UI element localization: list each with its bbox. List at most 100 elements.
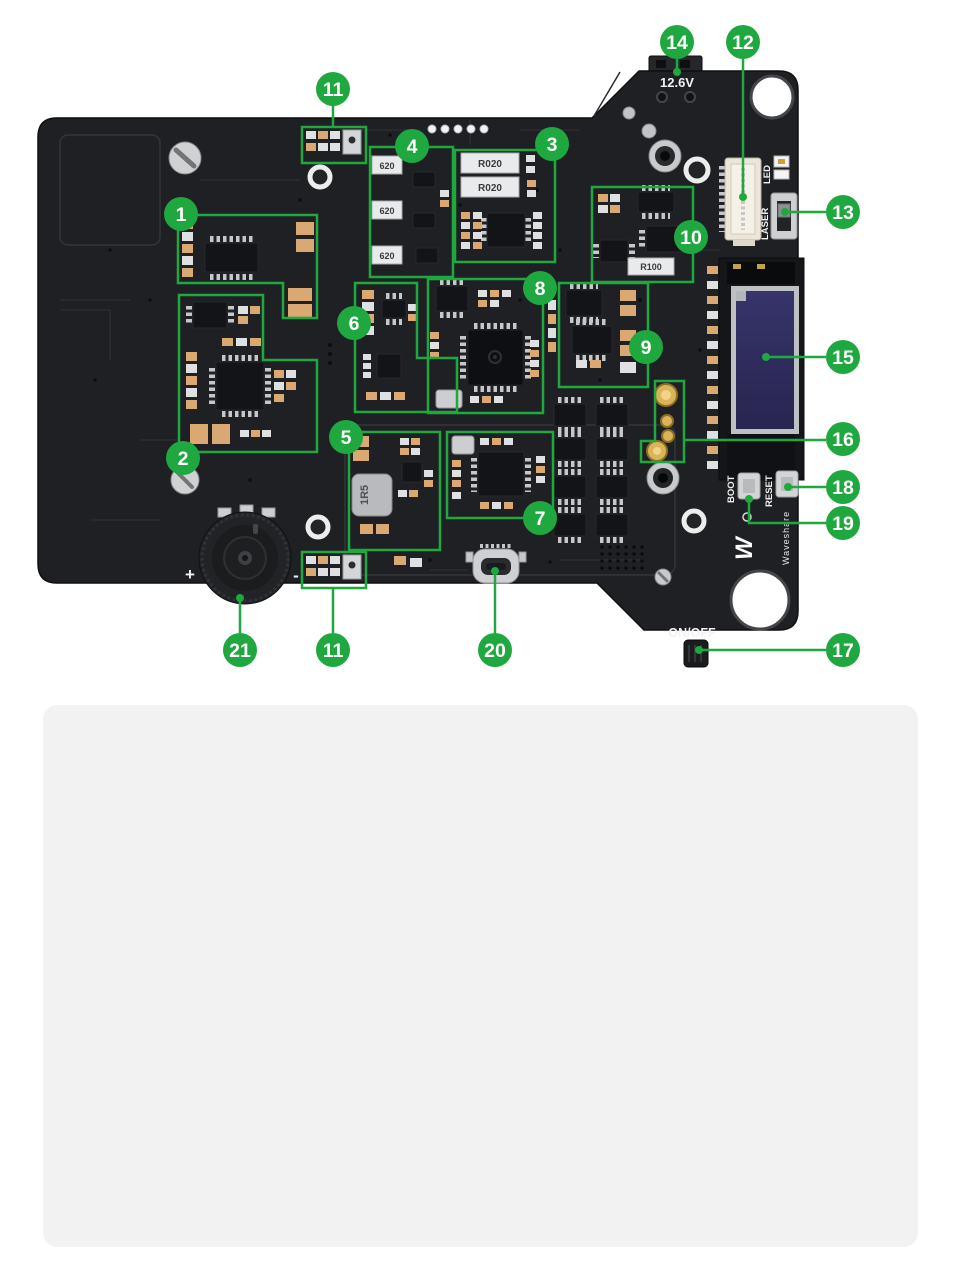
callout-5: 5 (329, 420, 363, 454)
cap (394, 556, 406, 565)
usb-hub-components (451, 435, 545, 509)
svg-text:4: 4 (407, 136, 418, 158)
power-supply-components: 1R5 (351, 436, 433, 534)
battery-protection-components: R020 R020 (460, 152, 542, 249)
callout-13: 13 (826, 195, 860, 229)
svg-text:6: 6 (349, 313, 360, 335)
pcb-diagram: 12.6V (37, 25, 860, 668)
charge-pad (656, 91, 668, 103)
speaker-grille (600, 545, 644, 570)
svg-text:R100: R100 (640, 262, 662, 272)
boot-label: BOOT (726, 475, 737, 503)
audio-amplifier-components (182, 220, 314, 317)
svg-text:620: 620 (379, 161, 394, 171)
svg-text:620: 620 (379, 251, 394, 261)
callout-8: 8 (523, 271, 557, 305)
callout-9: 9 (629, 330, 663, 364)
svg-text:21: 21 (229, 640, 251, 662)
caps (548, 300, 556, 352)
region-outline-8 (426, 277, 545, 415)
plated-hole (305, 514, 331, 540)
motor-driver-grid (553, 397, 629, 543)
plated-hole (307, 164, 333, 190)
rp2040-components (430, 279, 539, 409)
mount-hole-bottom-right (729, 569, 791, 631)
region-outline-7 (445, 430, 555, 520)
onoff-label: ON/OFF (668, 626, 716, 640)
reset-label: RESET (764, 475, 775, 507)
plated-hole (681, 508, 707, 534)
lidar-connector (719, 157, 762, 246)
svg-text:18: 18 (832, 477, 854, 499)
svg-text:11: 11 (323, 640, 344, 662)
callout-6: 6 (337, 306, 371, 340)
grommet (658, 473, 668, 483)
svg-text:9: 9 (641, 337, 652, 359)
region-outline-1 (176, 213, 319, 320)
svg-text:5: 5 (341, 427, 352, 449)
callout-2: 2 (166, 441, 200, 475)
svg-text:14: 14 (666, 32, 688, 54)
power-switch (683, 639, 709, 668)
svg-text:R020: R020 (478, 159, 502, 170)
svg-text:3: 3 (547, 134, 558, 156)
region-outline-16 (639, 379, 686, 464)
region-outline-3 (453, 148, 557, 264)
waveshare-logo: W Waveshare (731, 511, 791, 565)
mems-microphone (306, 129, 362, 155)
motor-driver-components (565, 283, 636, 373)
led-row (427, 124, 489, 134)
callout-11-top: 11 (316, 72, 350, 106)
svg-text:15: 15 (832, 347, 854, 369)
svg-text:12: 12 (732, 32, 754, 54)
svg-text:20: 20 (484, 640, 506, 662)
callout-1: 1 (164, 197, 198, 231)
svg-text:1: 1 (176, 204, 187, 226)
callout-16: 16 (826, 422, 860, 456)
usb-sound-card-components (186, 301, 296, 444)
svg-text:8: 8 (535, 278, 546, 300)
equalizing-charge-components: 620 620 620 (371, 155, 449, 265)
callout-11-bottom: 11 (316, 633, 350, 667)
usb-c-connector (465, 544, 527, 584)
svg-text:2: 2 (178, 448, 189, 470)
minus-label: - (293, 566, 299, 585)
svg-text:16: 16 (832, 429, 854, 451)
callout-10: 10 (674, 220, 708, 254)
led-label: LED (762, 165, 773, 184)
callout-19: 19 (826, 506, 860, 540)
callout-4: 4 (395, 129, 429, 163)
callout-14: 14 (660, 25, 694, 59)
callout-3: 3 (535, 127, 569, 161)
svg-text:10: 10 (680, 227, 702, 249)
svg-text:11: 11 (323, 79, 344, 101)
svg-text:R020: R020 (478, 183, 502, 194)
laser-led-area: LED LASER (760, 155, 798, 240)
svg-text:1R5: 1R5 (359, 485, 371, 505)
plus-label: + (185, 565, 195, 584)
plated-hole (683, 156, 711, 184)
pcb-image: 12.6V (37, 25, 860, 668)
region-outline-6 (353, 281, 459, 414)
callout-15: 15 (826, 340, 860, 374)
callout-12: 12 (726, 25, 760, 59)
volume-wheel (198, 504, 292, 605)
svg-text:17: 17 (832, 640, 854, 662)
region-outline-5 (347, 430, 442, 552)
svg-text:19: 19 (832, 513, 854, 535)
svg-text:W: W (731, 535, 758, 560)
charge-pad (684, 91, 696, 103)
svg-text:7: 7 (535, 508, 546, 530)
cap (410, 558, 422, 567)
laser-label: LASER (760, 208, 771, 240)
svg-text:Waveshare: Waveshare (781, 511, 791, 565)
callout-20: 20 (478, 633, 512, 667)
screw (168, 106, 682, 586)
callout-21: 21 (223, 633, 257, 667)
callout-7: 7 (523, 501, 557, 535)
svg-text:13: 13 (832, 202, 854, 224)
callout-17: 17 (826, 633, 860, 667)
charge-voltage-label: 12.6V (660, 75, 694, 90)
legend-panel: 1Audio Amplifier2USB Sound Card3Battery … (43, 705, 918, 1247)
